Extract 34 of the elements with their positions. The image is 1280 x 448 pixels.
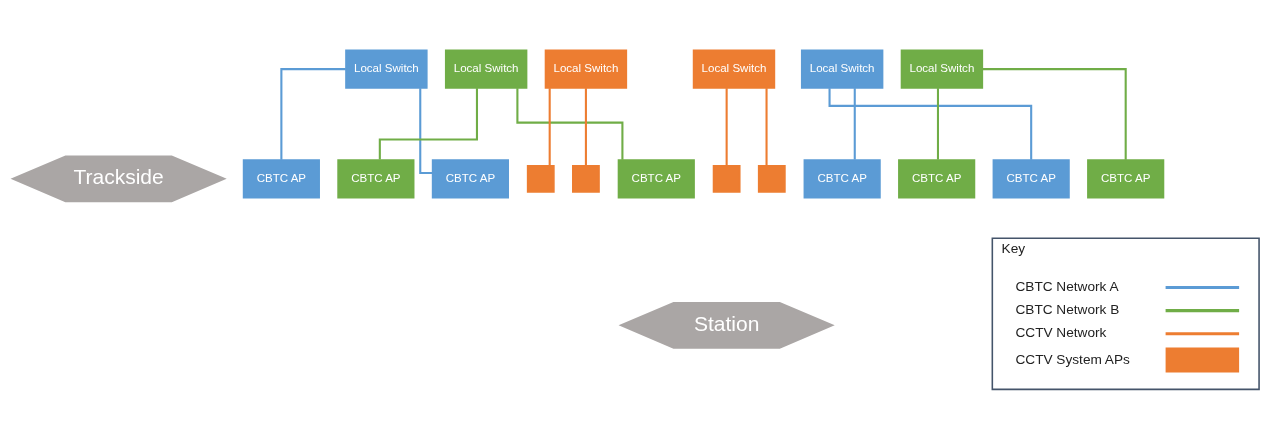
connector: [828, 88, 1033, 160]
node-box: CBTC AP: [898, 159, 976, 199]
node-box: CBTC AP: [242, 159, 320, 199]
node-box: CBTC AP: [1087, 159, 1165, 199]
node-box: CBTC AP: [992, 159, 1070, 199]
connector: [936, 88, 940, 160]
node-box: CBTC AP: [337, 159, 415, 199]
node-box: Local Switch: [444, 49, 528, 89]
connector: [982, 68, 1127, 160]
connector: [516, 88, 624, 160]
legend-label: CCTV Network: [1015, 325, 1107, 341]
connector: [725, 88, 728, 166]
legend-label: CBTC Network A: [1015, 279, 1119, 295]
node-box: [572, 164, 600, 193]
node-box: [526, 164, 555, 193]
node-box: CBTC AP: [803, 159, 881, 199]
node-box: Local Switch: [345, 49, 428, 89]
node-box: [712, 164, 741, 193]
node-box: CBTC AP: [431, 159, 509, 199]
legend-label: CCTV System APs: [1015, 351, 1130, 367]
connector: [419, 88, 433, 175]
connector: [548, 88, 551, 166]
node-box: CBTC AP: [617, 159, 695, 199]
connector: [378, 88, 478, 160]
legend-label: CBTC Network B: [1015, 302, 1120, 318]
node-box: Local Switch: [800, 49, 884, 89]
connector: [853, 88, 856, 160]
node-box: Local Switch: [900, 49, 984, 89]
connector: [765, 88, 768, 166]
connector: [280, 68, 346, 160]
connector: [584, 88, 587, 166]
node-box: Local Switch: [692, 49, 776, 89]
node-box: Local Switch: [544, 49, 628, 89]
node-box: [757, 164, 786, 193]
